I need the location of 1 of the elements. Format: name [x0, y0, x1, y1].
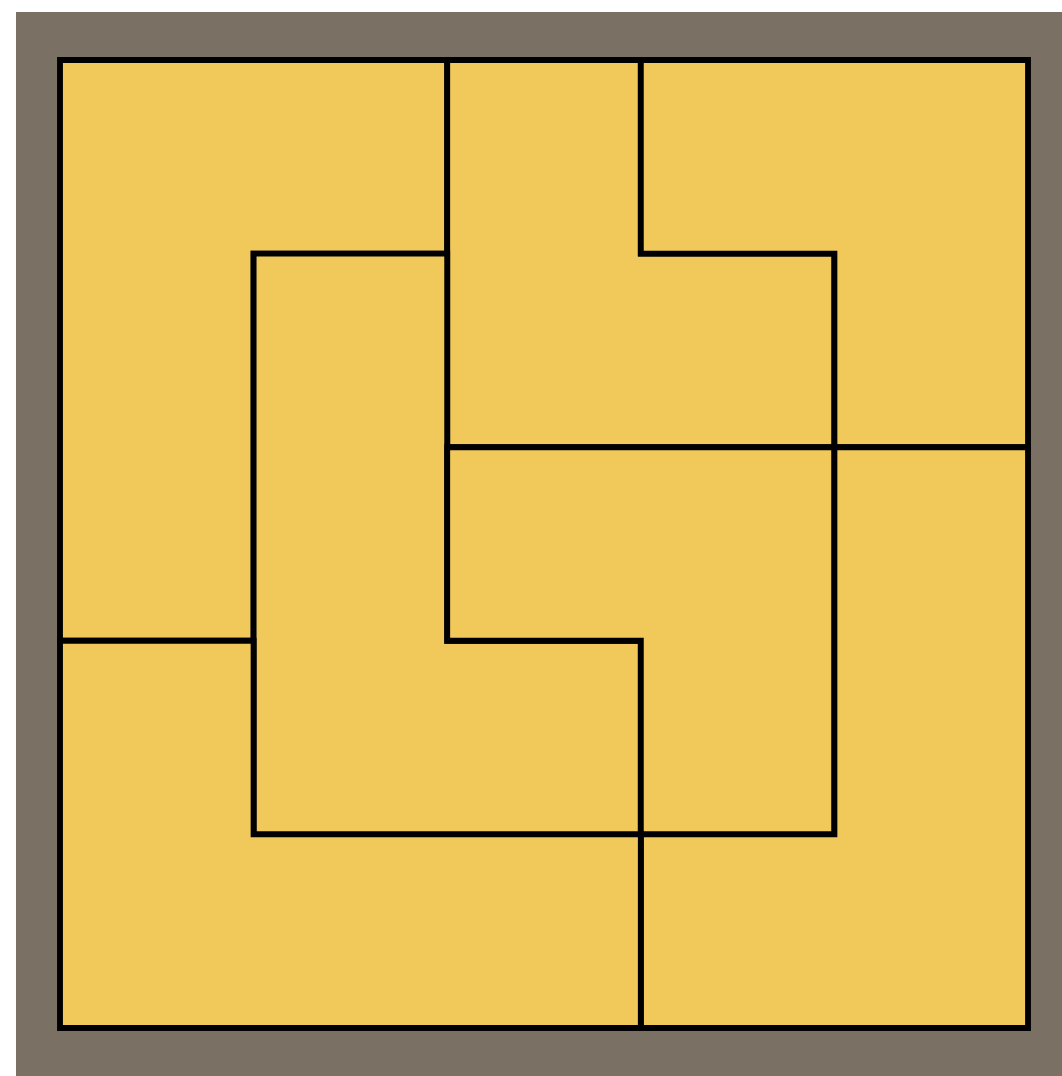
puzzle-piece: [57, 637, 644, 1031]
